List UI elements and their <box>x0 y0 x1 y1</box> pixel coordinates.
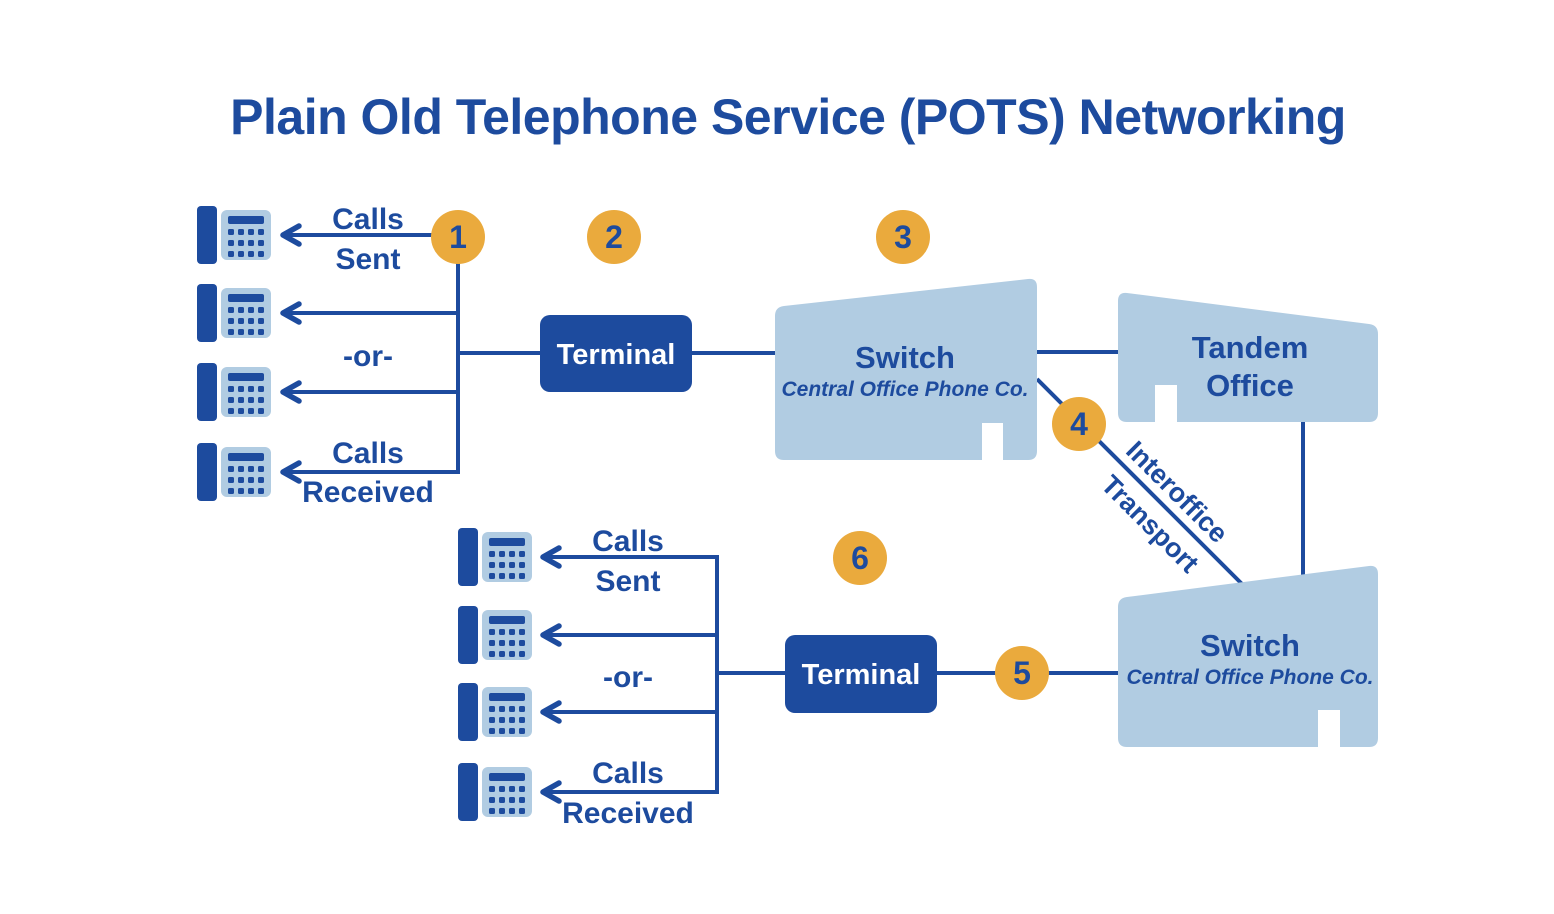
phone-icon <box>458 606 532 664</box>
subscriber-group-top: Calls Sent -or- Calls Received <box>197 203 540 509</box>
terminal-label: Terminal <box>802 659 921 691</box>
arrow-left-icon <box>280 301 302 325</box>
step-number: 5 <box>1013 655 1031 691</box>
or-label: -or- <box>343 340 393 373</box>
switch-subtitle: Central Office Phone Co. <box>782 378 1029 401</box>
terminal-box <box>785 635 937 713</box>
step-circle <box>995 646 1049 700</box>
step-badge-3: 3 <box>876 210 930 264</box>
arrow-left-icon <box>280 223 302 247</box>
step-number: 3 <box>894 219 912 255</box>
office-building-icon <box>775 278 1037 460</box>
switch-node-bottom: Switch Central Office Phone Co. <box>1118 565 1378 747</box>
step-number: 4 <box>1070 406 1088 442</box>
step-badge-6: 6 <box>833 531 887 585</box>
calls-received-label: Calls <box>592 757 664 790</box>
arrow-left-icon <box>540 545 562 569</box>
arrow-left-icon <box>540 623 562 647</box>
arrow-left-icon <box>540 780 562 804</box>
calls-received-label: Received <box>562 797 694 830</box>
step-circle <box>431 210 485 264</box>
arrow-left-icon <box>280 380 302 404</box>
tandem-office-label: Tandem <box>1192 330 1309 365</box>
subscriber-group-bottom: Calls Sent -or- Calls Received <box>458 525 785 830</box>
step-badge-1: 1 <box>431 210 485 264</box>
step-circle <box>587 210 641 264</box>
phone-icon <box>458 763 532 821</box>
step-circle <box>833 531 887 585</box>
arrow-left-icon <box>540 700 562 724</box>
switch-title: Switch <box>855 340 955 375</box>
step-badge-4: 4 <box>1052 397 1106 451</box>
step-number: 6 <box>851 540 869 576</box>
step-number: 1 <box>449 219 467 255</box>
arrow-left-icon <box>280 460 302 484</box>
connector-trunk <box>285 240 460 474</box>
office-building-icon <box>1118 292 1378 422</box>
terminal-box <box>540 315 692 392</box>
calls-sent-label: Sent <box>335 243 400 276</box>
calls-sent-label: Sent <box>595 565 660 598</box>
calls-received-label: Calls <box>332 437 404 470</box>
switch-node-top: Switch Central Office Phone Co. <box>775 278 1037 460</box>
phone-icon <box>458 683 532 741</box>
step-badge-2: 2 <box>587 210 641 264</box>
step-badge-5: 5 <box>995 646 1049 700</box>
phone-icon <box>197 284 271 342</box>
calls-sent-label: Calls <box>332 203 404 236</box>
step-circle <box>876 210 930 264</box>
terminal-node-top: Terminal <box>540 315 692 392</box>
phone-icon <box>458 528 532 586</box>
calls-sent-label: Calls <box>592 525 664 558</box>
step-number: 2 <box>605 219 623 255</box>
tandem-office-label: Office <box>1206 368 1294 403</box>
phone-icon <box>197 363 271 421</box>
terminal-node-bottom: Terminal <box>785 635 937 713</box>
phone-icon <box>197 443 271 501</box>
terminal-label: Terminal <box>557 339 676 371</box>
or-label: -or- <box>603 661 653 694</box>
switch-subtitle: Central Office Phone Co. <box>1127 666 1374 689</box>
page-title: Plain Old Telephone Service (POTS) Netwo… <box>230 89 1346 145</box>
switch-title: Switch <box>1200 628 1300 663</box>
office-building-icon <box>1118 565 1378 747</box>
step-circle <box>1052 397 1106 451</box>
calls-received-label: Received <box>302 476 434 509</box>
tandem-office-node: Tandem Office <box>1118 292 1378 422</box>
phone-icon <box>197 206 271 264</box>
